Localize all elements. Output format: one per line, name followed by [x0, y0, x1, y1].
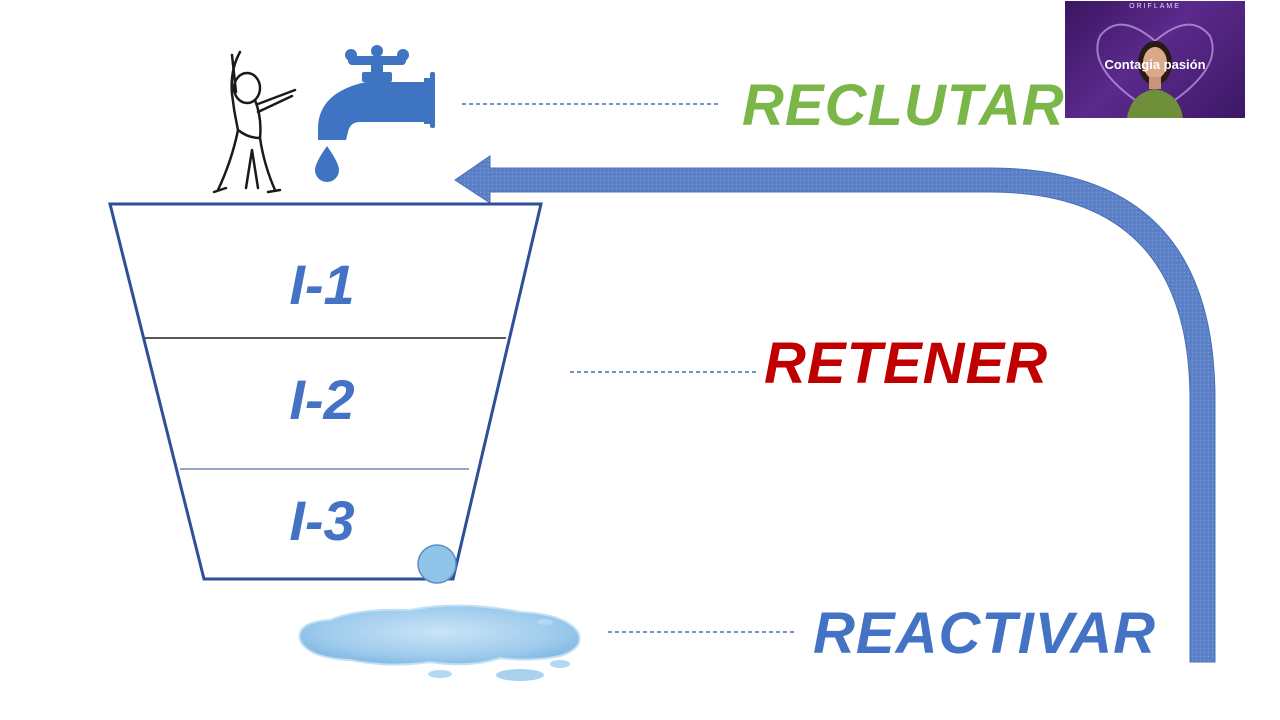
label-reclutar: RECLUTAR [742, 73, 1065, 138]
water-puddle-icon [298, 604, 581, 681]
label-retener: RETENER [764, 331, 1049, 396]
arrow-icon [454, 155, 1216, 663]
water-drop-icon [315, 146, 339, 182]
tier-label-2: I-2 [289, 368, 355, 431]
leak-drop-icon [417, 544, 457, 584]
video-brand: ORIFLAME [1129, 3, 1181, 10]
presenter-avatar [1127, 41, 1183, 118]
person-icon [212, 50, 297, 194]
tier-label-3: I-3 [289, 489, 355, 552]
tier-label-1: I-1 [289, 253, 355, 316]
video-frame [1096, 23, 1214, 118]
presenter-video[interactable]: ORIFLAME Contagia pasión [1065, 1, 1245, 118]
funnel [108, 202, 543, 584]
faucet-icon [318, 45, 435, 140]
video-caption: Contagia pasión [1104, 57, 1206, 72]
label-reactivar: REACTIVAR [813, 601, 1157, 666]
